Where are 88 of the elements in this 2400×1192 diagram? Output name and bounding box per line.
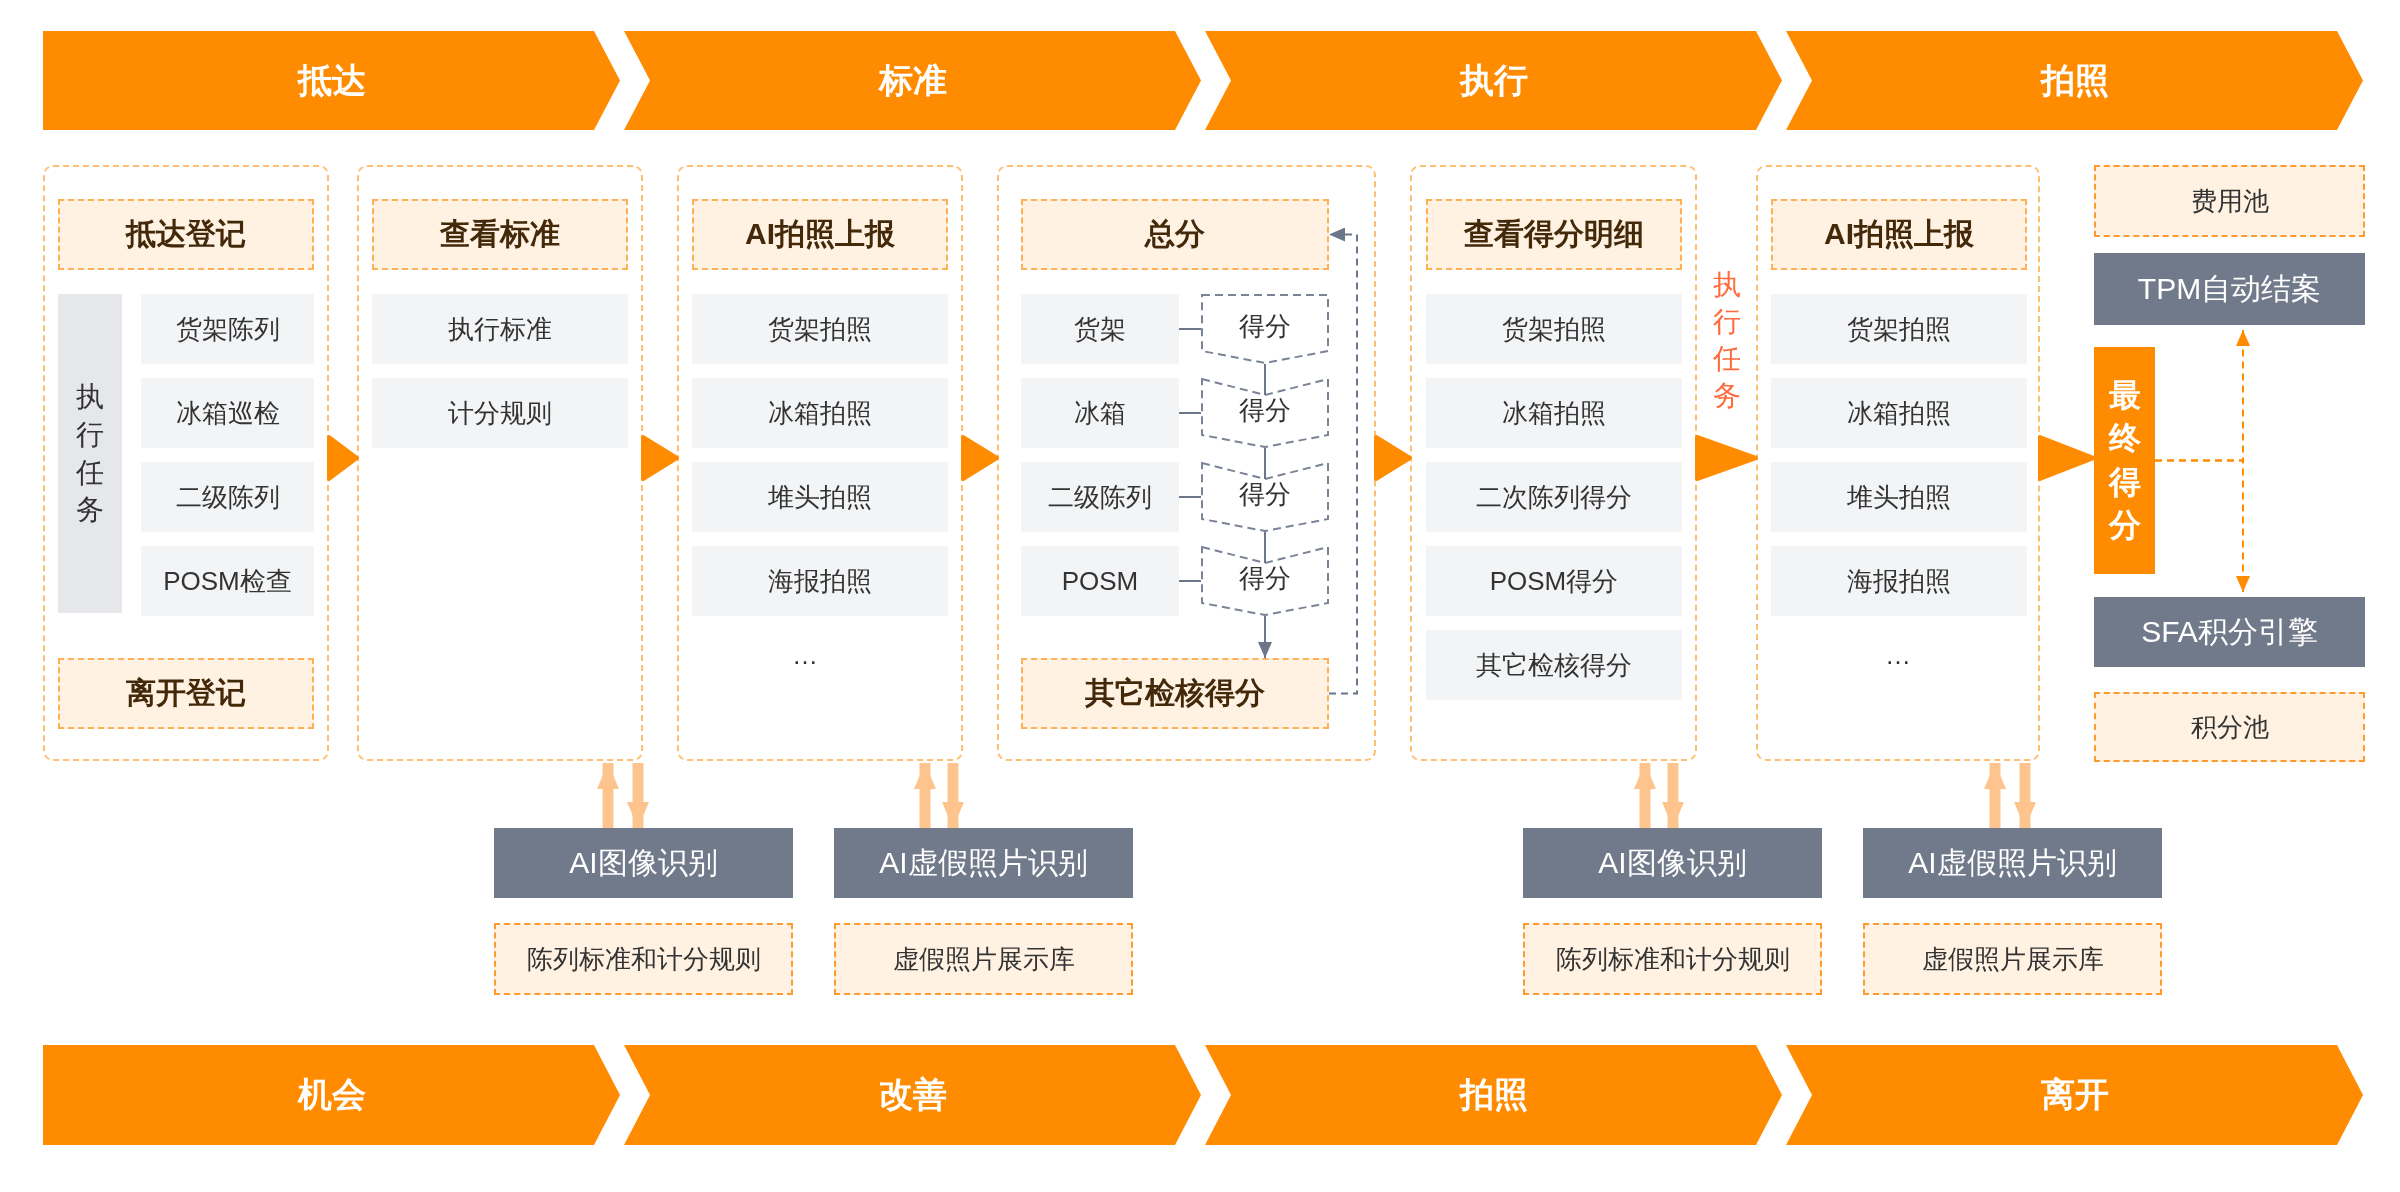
system-box: SFA积分引擎 bbox=[2094, 597, 2365, 667]
header-box: 离开登记 bbox=[58, 658, 314, 729]
header-box: 其它检核得分 bbox=[1021, 658, 1329, 729]
item-box: 冰箱拍照 bbox=[1426, 378, 1682, 448]
arrow bbox=[2014, 763, 2036, 828]
item-box: 冰箱拍照 bbox=[1771, 378, 2027, 448]
arrow bbox=[1328, 227, 1358, 695]
item-box: 执行标准 bbox=[372, 294, 628, 364]
item-box: POSM检查 bbox=[141, 546, 314, 616]
arrow bbox=[1984, 763, 2006, 828]
header-box: 查看得分明细 bbox=[1426, 199, 1682, 270]
pool-box: 积分池 bbox=[2094, 692, 2365, 762]
score-pentagon: 得分 bbox=[1201, 294, 1329, 364]
item-box: 冰箱巡检 bbox=[141, 378, 314, 448]
connector-line bbox=[1178, 496, 1202, 498]
item-box: 货架陈列 bbox=[141, 294, 314, 364]
item-box: 海报拍照 bbox=[692, 546, 948, 616]
score-pentagon: 得分 bbox=[1201, 378, 1329, 448]
pool-box: 虚假照片展示库 bbox=[834, 923, 1133, 995]
arrow bbox=[641, 435, 679, 481]
dashed-panel bbox=[997, 165, 1376, 761]
item-box: 二级陈列 bbox=[1021, 462, 1179, 532]
header-box: 总分 bbox=[1021, 199, 1329, 270]
item-box: 冰箱 bbox=[1021, 378, 1179, 448]
item-box: POSM得分 bbox=[1426, 546, 1682, 616]
system-box: TPM自动结案 bbox=[2094, 253, 2365, 325]
header-box: AI拍照上报 bbox=[692, 199, 948, 270]
dashed-panel bbox=[357, 165, 643, 761]
vertical-label-box: 执行任务 bbox=[58, 294, 122, 613]
item-box: 货架拍照 bbox=[1771, 294, 2027, 364]
item-box: 海报拍照 bbox=[1771, 546, 2027, 616]
item-box: 货架拍照 bbox=[1426, 294, 1682, 364]
item-box: 堆头拍照 bbox=[692, 462, 948, 532]
arrow bbox=[1634, 763, 1656, 828]
score-pentagon: 得分 bbox=[1201, 462, 1329, 532]
system-box: AI虚假照片识别 bbox=[1863, 828, 2162, 898]
arrow bbox=[2154, 459, 2250, 593]
chevron-banner: 拍照 bbox=[1205, 1045, 1782, 1145]
arrow bbox=[942, 763, 964, 828]
dashed-panel bbox=[43, 165, 329, 761]
item-box: 堆头拍照 bbox=[1771, 462, 2027, 532]
arrow bbox=[961, 435, 999, 481]
connector-line bbox=[1264, 363, 1266, 396]
arrow bbox=[1374, 435, 1412, 481]
dashed-panel bbox=[1756, 165, 2040, 761]
system-box: AI虚假照片识别 bbox=[834, 828, 1133, 898]
arrow bbox=[1258, 615, 1272, 659]
chevron-banner: 拍照 bbox=[1786, 31, 2363, 130]
arrow bbox=[914, 763, 936, 828]
chevron-banner: 标准 bbox=[624, 31, 1201, 130]
item-box: 其它检核得分 bbox=[1426, 630, 1682, 700]
dashed-panel bbox=[677, 165, 963, 761]
arrow bbox=[627, 763, 649, 828]
arrow bbox=[2038, 435, 2096, 481]
item-box: 冰箱拍照 bbox=[692, 378, 948, 448]
pool-box: 费用池 bbox=[2094, 165, 2365, 237]
header-box: AI拍照上报 bbox=[1771, 199, 2027, 270]
ellipsis-text: … bbox=[791, 639, 819, 672]
connector-line bbox=[1178, 328, 1202, 330]
connector-line bbox=[1264, 531, 1266, 564]
system-box: AI图像识别 bbox=[1523, 828, 1822, 898]
chevron-banner: 机会 bbox=[43, 1045, 620, 1145]
connector-line bbox=[1178, 580, 1202, 582]
arrow bbox=[327, 435, 359, 481]
header-box: 抵达登记 bbox=[58, 199, 314, 270]
item-box: 货架 bbox=[1021, 294, 1179, 364]
ellipsis-text: … bbox=[1884, 639, 1912, 672]
header-box: 查看标准 bbox=[372, 199, 628, 270]
item-box: 二次陈列得分 bbox=[1426, 462, 1682, 532]
chevron-banner: 离开 bbox=[1786, 1045, 2363, 1145]
score-pentagon: 得分 bbox=[1201, 546, 1329, 616]
dashed-panel bbox=[1410, 165, 1697, 761]
item-box: POSM bbox=[1021, 546, 1179, 616]
system-box: AI图像识别 bbox=[494, 828, 793, 898]
connector-line bbox=[1178, 412, 1202, 414]
pool-box: 陈列标准和计分规则 bbox=[494, 923, 793, 995]
item-box: 二级陈列 bbox=[141, 462, 314, 532]
chevron-banner: 抵达 bbox=[43, 31, 620, 130]
item-box: 货架拍照 bbox=[692, 294, 948, 364]
chevron-banner: 执行 bbox=[1205, 31, 1782, 130]
arrow bbox=[1662, 763, 1684, 828]
chevron-banner: 改善 bbox=[624, 1045, 1201, 1145]
pool-box: 陈列标准和计分规则 bbox=[1523, 923, 1822, 995]
arrow bbox=[597, 763, 619, 828]
pool-box: 虚假照片展示库 bbox=[1863, 923, 2162, 995]
connector-line bbox=[1264, 447, 1266, 480]
arrow bbox=[1695, 435, 1758, 481]
item-box: 计分规则 bbox=[372, 378, 628, 448]
